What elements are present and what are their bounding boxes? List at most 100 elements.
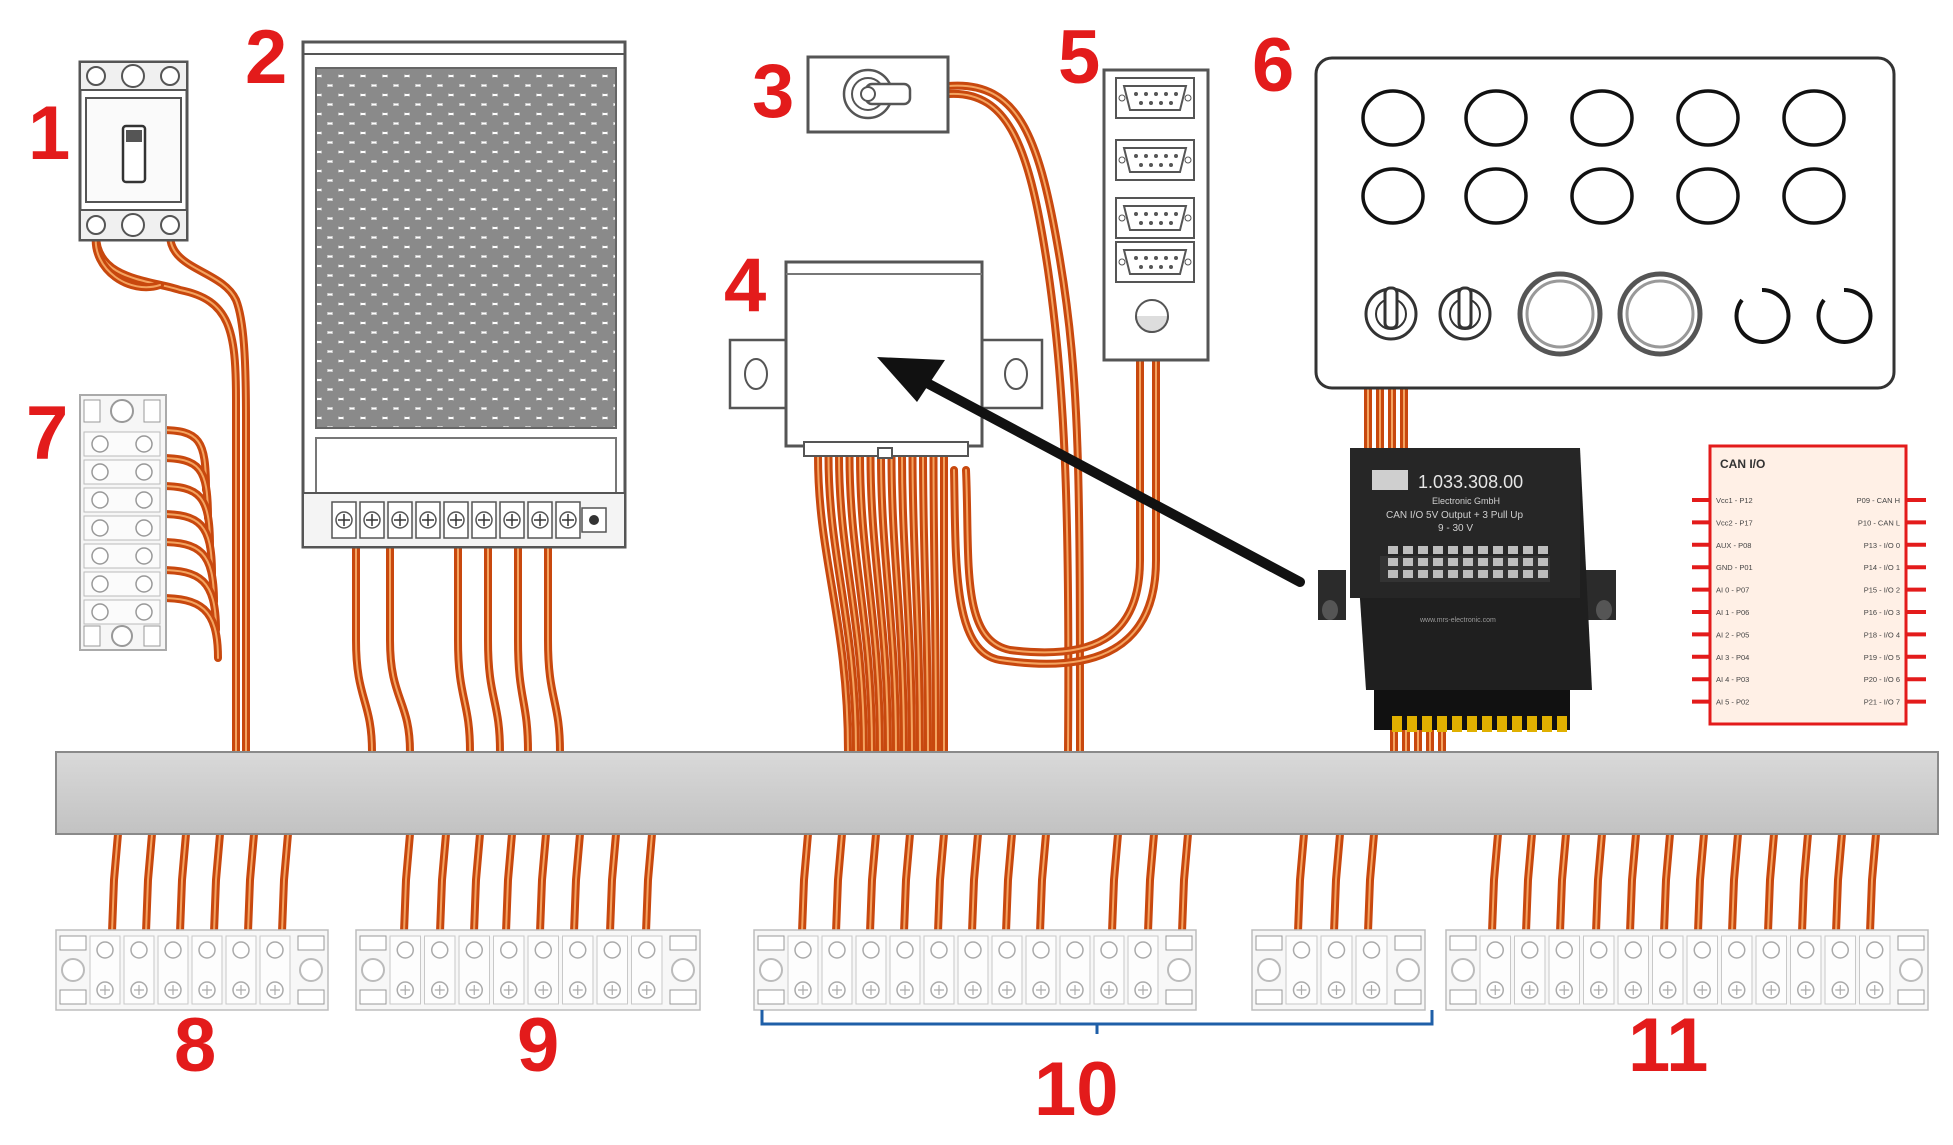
terminal-block-10b — [1251, 929, 1426, 1011]
wire — [1522, 830, 1536, 936]
label-6: 6 — [1252, 23, 1295, 108]
wire — [436, 830, 450, 936]
pinout-label-left: AI 1 - P06 — [1716, 608, 1749, 617]
pinout-label-left: AUX - P08 — [1716, 541, 1751, 550]
wire — [1036, 830, 1050, 936]
wire — [642, 830, 656, 936]
pinout-label-right: P13 - I/O 0 — [1864, 541, 1900, 550]
pinout-label-right: P09 - CAN H — [1857, 496, 1900, 505]
label-7: 7 — [26, 391, 69, 476]
module-pin — [1557, 716, 1567, 732]
wire — [908, 452, 924, 756]
wire — [798, 830, 812, 936]
wire — [929, 452, 940, 756]
wire — [91, 231, 164, 292]
label-11: 11 — [1628, 1003, 1709, 1088]
wire — [244, 830, 258, 936]
wire — [536, 830, 550, 936]
wire — [814, 452, 852, 756]
pinout-label-right: P18 - I/O 4 — [1864, 630, 1900, 639]
wire — [1592, 830, 1606, 936]
wire — [845, 452, 876, 756]
toggle-switch-icon — [1364, 286, 1418, 341]
wire — [887, 452, 908, 756]
module-pin — [1497, 716, 1507, 732]
pinout-title: CAN I/O — [1720, 457, 1765, 471]
wire — [142, 830, 156, 936]
toggle-switch-icon — [1438, 286, 1492, 341]
wire — [210, 830, 224, 936]
wire — [900, 830, 914, 936]
wire — [968, 830, 982, 936]
wire — [166, 231, 250, 756]
label-1: 1 — [28, 91, 71, 176]
indicator-button — [1570, 89, 1634, 147]
wire — [386, 516, 414, 756]
pinout-label-left: AI 3 - P04 — [1716, 653, 1749, 662]
can-io-module: 1.033.308.00 Electronic GmbH CAN I/O 5V … — [1318, 448, 1616, 732]
module-pin — [1512, 716, 1522, 732]
wire — [832, 830, 846, 936]
terminal-slot — [259, 935, 291, 1005]
wire — [514, 516, 532, 756]
terminal-block-11 — [1445, 929, 1929, 1011]
wire — [1556, 830, 1570, 936]
terminal-strip-vertical — [79, 394, 167, 651]
wire — [1488, 830, 1502, 936]
pinout-label-right: P15 - I/O 2 — [1864, 586, 1900, 595]
module-pin — [1542, 716, 1552, 732]
wire — [1798, 830, 1812, 936]
indicator-button — [1676, 167, 1740, 225]
pinout-label-right: P20 - I/O 6 — [1864, 675, 1900, 684]
wire — [1330, 830, 1344, 936]
wire — [352, 516, 376, 756]
label-8: 8 — [174, 1003, 217, 1088]
wire — [156, 510, 216, 578]
pinout-label-left: AI 0 - P07 — [1716, 586, 1749, 595]
wire — [866, 452, 892, 756]
label-9: 9 — [517, 1003, 560, 1088]
module-part-number: 1.033.308.00 — [1418, 472, 1523, 492]
wire — [1144, 830, 1158, 936]
wire — [1694, 830, 1708, 936]
pinout-label-left: AI 2 - P05 — [1716, 630, 1749, 639]
terminal-block-9 — [355, 929, 701, 1011]
wire — [156, 566, 220, 634]
module-line1: CAN I/O 5V Output + 3 Pull Up — [1386, 510, 1523, 521]
module-pin — [1482, 716, 1492, 732]
indicator-button — [1361, 167, 1425, 225]
indicator-button — [1464, 167, 1528, 225]
pinout-label-left: Vcc2 - P17 — [1716, 518, 1753, 527]
db9-port-icon — [1115, 241, 1195, 283]
rotary-knob-icon — [1816, 287, 1873, 344]
wire — [1626, 830, 1640, 936]
wire — [950, 356, 1160, 668]
module-company: Electronic GmbH — [1432, 496, 1500, 506]
wire — [470, 830, 484, 936]
db9-port-icon — [1115, 197, 1195, 239]
terminal-block-8 — [55, 929, 329, 1011]
wire — [1866, 830, 1880, 936]
pinout-label-right: P14 - I/O 1 — [1864, 563, 1900, 572]
wire — [1660, 830, 1674, 936]
wire — [92, 231, 240, 756]
indicator-button — [1782, 167, 1846, 225]
label-5: 5 — [1058, 15, 1101, 100]
label-2: 2 — [245, 15, 288, 100]
wire — [1294, 830, 1308, 936]
wire — [1002, 830, 1016, 936]
wire — [866, 830, 880, 936]
relay-module — [728, 260, 1044, 459]
group-bracket — [760, 1010, 1434, 1034]
push-button-ring — [1617, 271, 1703, 357]
indicator-button — [1464, 89, 1528, 147]
pinout-label-left: AI 4 - P03 — [1716, 675, 1749, 684]
indicator-button — [1361, 89, 1425, 147]
module-line2: 9 - 30 V — [1438, 523, 1473, 534]
pinout-label-right: P21 - I/O 7 — [1864, 698, 1900, 707]
rotary-knob-icon — [1734, 287, 1791, 344]
wire — [1728, 830, 1742, 936]
module-pin — [1452, 716, 1462, 732]
pinout-label-left: Vcc1 - P12 — [1716, 496, 1753, 505]
